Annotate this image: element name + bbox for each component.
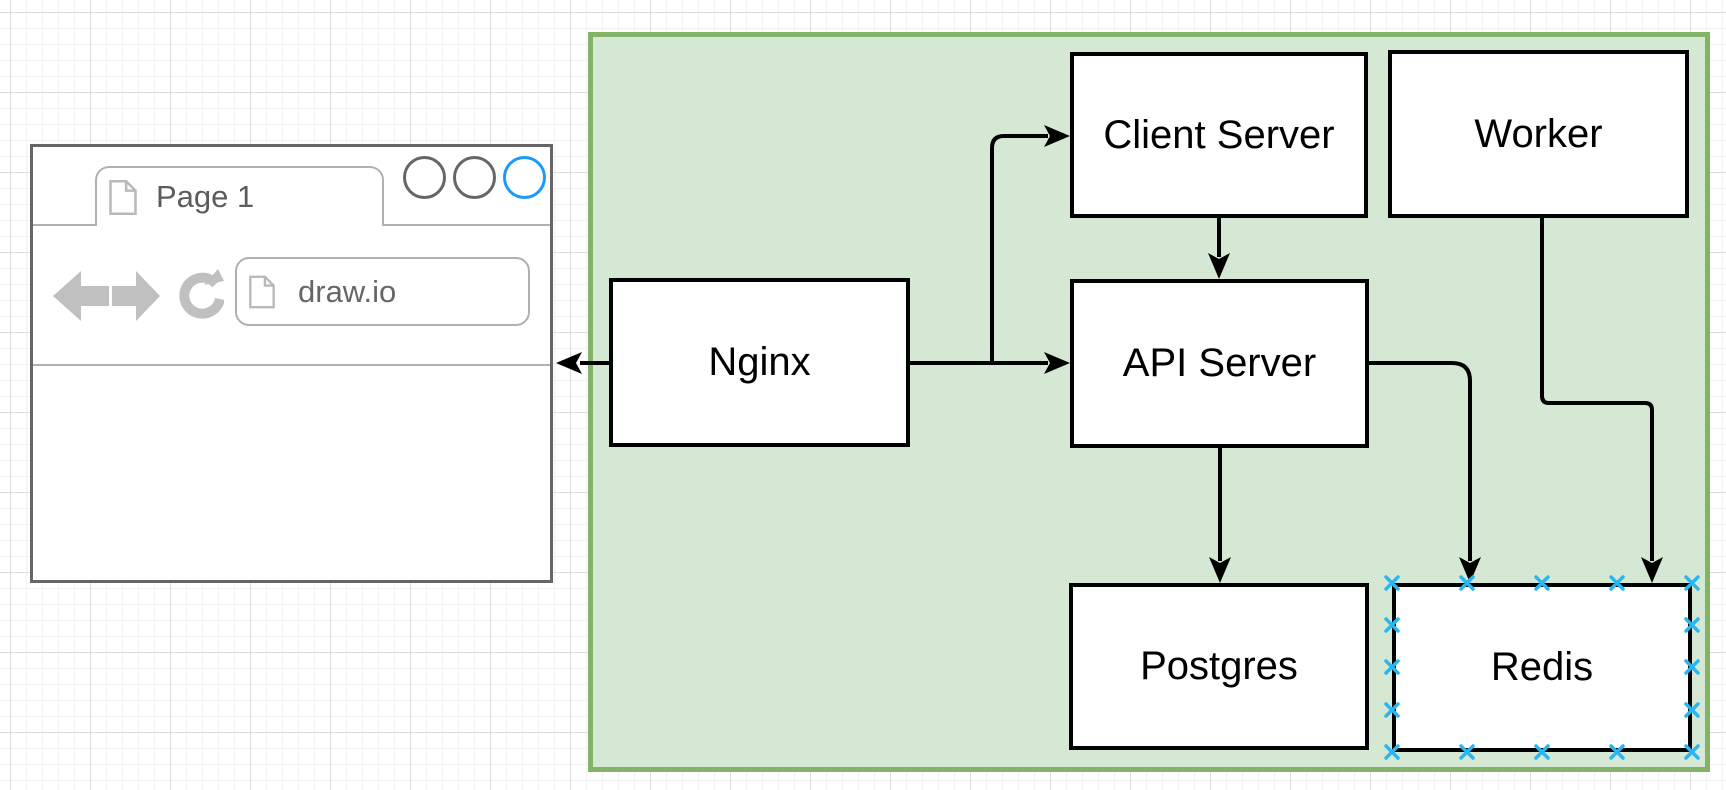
node-worker[interactable]: Worker	[1388, 50, 1689, 218]
url-text: draw.io	[298, 273, 397, 309]
url-bar[interactable]: draw.io	[235, 257, 530, 326]
node-label: Client Server	[1103, 112, 1335, 157]
node-label: API Server	[1122, 341, 1317, 385]
tab-label: Page 1	[156, 179, 255, 214]
node-nginx[interactable]: Nginx	[609, 278, 910, 447]
node-client-server[interactable]: Client Server	[1070, 52, 1368, 218]
node-api-server[interactable]: API Server	[1070, 279, 1369, 448]
back-arrow-icon[interactable]	[53, 271, 109, 321]
page-icon	[109, 179, 137, 215]
window-circle-2[interactable]	[453, 156, 496, 199]
node-postgres[interactable]: Postgres	[1069, 583, 1369, 750]
window-circle-1[interactable]	[403, 156, 446, 199]
forward-arrow-icon[interactable]	[112, 271, 160, 321]
refresh-icon[interactable]	[176, 269, 224, 321]
window-circle-active[interactable]	[503, 156, 546, 199]
node-label: Postgres	[1140, 644, 1298, 688]
node-redis[interactable]: Redis	[1392, 583, 1692, 752]
node-label: Redis	[1490, 645, 1594, 689]
node-label: Worker	[1474, 111, 1603, 156]
page-icon	[249, 275, 275, 308]
node-label: Nginx	[708, 340, 811, 384]
content-divider	[33, 364, 550, 366]
browser-mockup-window[interactable]: Page 1 draw.io	[30, 144, 553, 583]
arrowhead-left	[556, 352, 582, 374]
browser-tab-page1[interactable]: Page 1	[95, 166, 384, 226]
